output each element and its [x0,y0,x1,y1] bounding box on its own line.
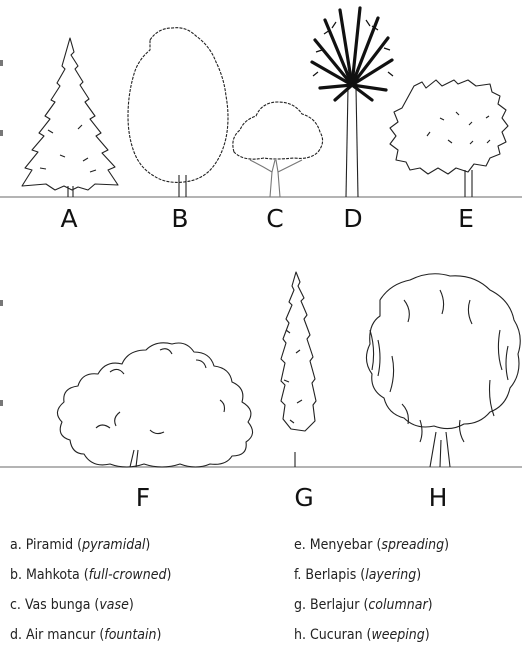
tree-a-pyramidal [22,38,118,197]
legend-term: vase [99,597,128,613]
legend-item-a: a. Piramid (pyramidal) [10,536,150,554]
label-a: A [49,206,89,231]
legend-name: Piramid [26,537,73,553]
legend-name: Berlapis [305,567,356,583]
legend-item-e: e. Menyebar (spreading) [294,536,449,554]
legend-term: spreading [381,537,444,553]
legend-key: f. [294,567,301,583]
legend-key: b. [10,567,22,583]
label-g: G [284,485,324,510]
legend-name: Menyebar [310,537,373,553]
legend-term: pyramidal [82,537,145,553]
legend-name: Air mancur [26,627,95,643]
tree-b-full-crowned [128,28,228,197]
tree-c-vase [233,102,323,197]
tree-g-columnar [281,272,316,467]
edge-tick [0,60,3,66]
legend-key: a. [10,537,22,553]
tree-d-fountain [312,8,393,197]
edge-tick [0,400,3,406]
legend-item-h: h. Cucuran (weeping) [294,626,430,644]
legend-item-c: c. Vas bunga (vase) [10,596,134,614]
label-h: H [418,485,458,510]
tree-forms-figure [0,0,522,500]
tree-h-weeping [366,274,520,467]
legend-name: Vas bunga [25,597,91,613]
legend-item-f: f. Berlapis (layering) [294,566,421,584]
legend-name: Berlajur [310,597,359,613]
legend-item-g: g. Berlajur (columnar) [294,596,433,614]
label-e: E [446,206,486,231]
label-f: F [123,485,163,510]
legend-name: Cucuran [310,627,363,643]
label-d: D [333,206,373,231]
legend-key: e. [294,537,306,553]
label-c: C [255,206,295,231]
legend-term: layering [365,567,416,583]
legend-term: fountain [104,627,156,643]
tree-f-layering [57,343,252,467]
legend-key: g. [294,597,306,613]
edge-tick [0,300,3,306]
legend-item-b: b. Mahkota (full-crowned) [10,566,171,584]
legend-key: d. [10,627,22,643]
legend-term: columnar [368,597,427,613]
legend-item-d: d. Air mancur (fountain) [10,626,161,644]
label-b: B [160,206,200,231]
edge-tick [0,130,3,136]
legend-key: c. [10,597,21,613]
tree-e-spreading [390,80,508,197]
legend-key: h. [294,627,306,643]
legend-name: Mahkota [26,567,80,583]
legend-term: full-crowned [89,567,167,583]
legend-term: weeping [371,627,424,643]
